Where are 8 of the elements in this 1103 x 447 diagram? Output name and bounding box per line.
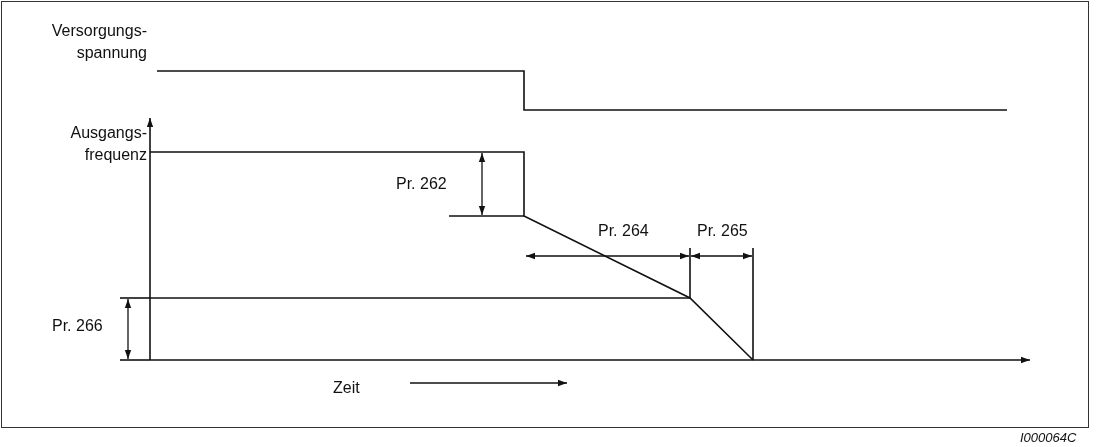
dimension-label: Pr. 262 <box>396 174 447 194</box>
figure-id: I000064C <box>1020 430 1077 446</box>
signal-label: Versorgungs- spannung <box>50 21 147 63</box>
signal-label: Ausgangs- frequenz <box>69 123 147 165</box>
dimension-label: Pr. 265 <box>697 221 748 241</box>
axis-label: Zeit <box>333 378 360 398</box>
dimension-label: Pr. 264 <box>598 221 649 241</box>
dimension-label: Pr. 266 <box>52 316 103 336</box>
